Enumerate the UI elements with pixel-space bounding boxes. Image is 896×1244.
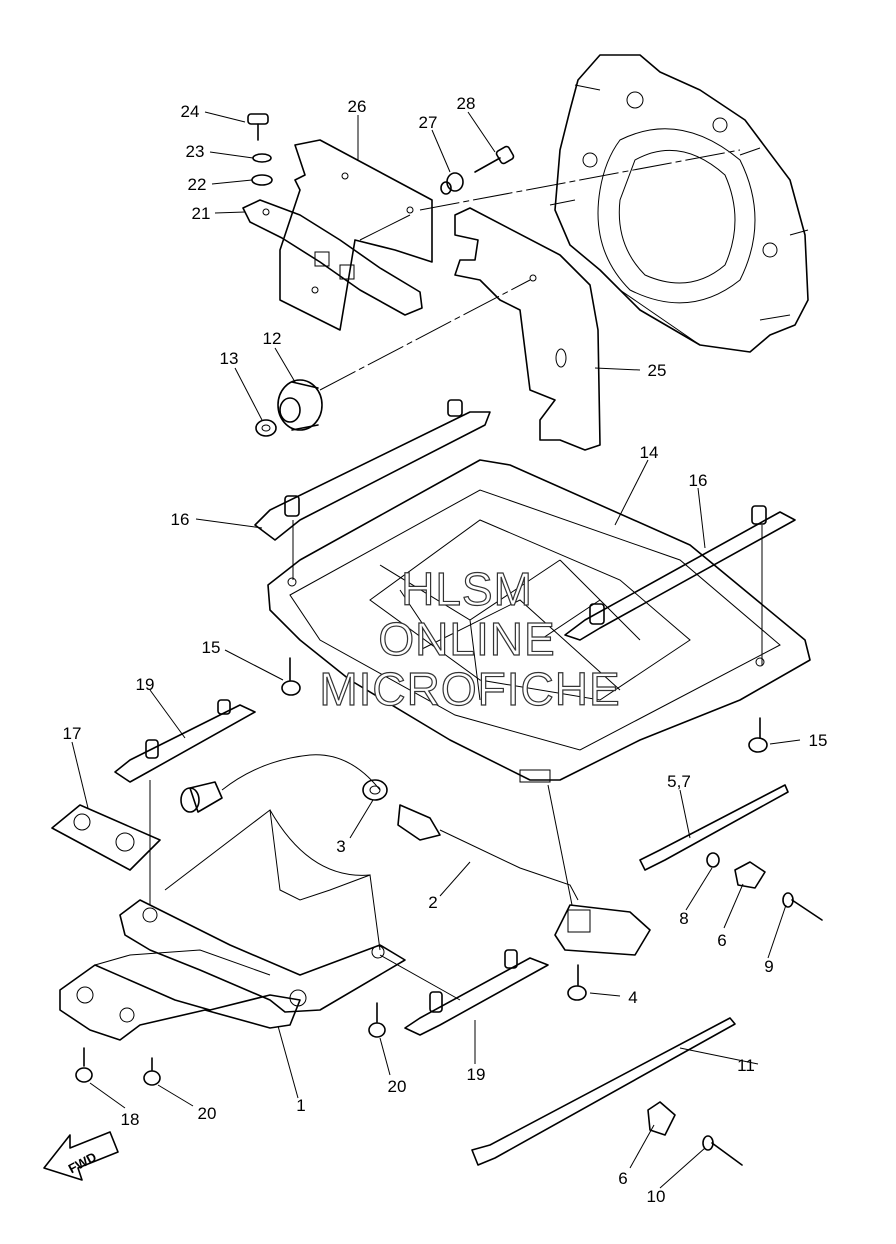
callout-numbers: 24 23 22 21 26 27 28 12 13 25 14 16 16 1… (63, 94, 828, 1206)
callout-19-left: 19 (136, 675, 155, 694)
fwd-label: FWD (66, 1149, 99, 1176)
callout-10: 10 (647, 1187, 666, 1206)
bolt-18 (75, 1047, 93, 1083)
washer-8 (706, 852, 720, 868)
leader-lines (71, 111, 801, 1189)
callout-22: 22 (188, 175, 207, 194)
seat-bracket-1 (59, 809, 406, 1041)
callout-18: 18 (121, 1110, 140, 1129)
callout-19-right: 19 (467, 1065, 486, 1084)
rail-16-left (254, 399, 491, 541)
washer-22 (251, 174, 273, 186)
callout-11: 11 (737, 1056, 755, 1075)
callout-20-left: 20 (198, 1104, 217, 1123)
cable-2 (180, 754, 651, 956)
callout-13: 13 (220, 349, 239, 368)
mount-rubber-12 (277, 379, 323, 431)
callout-6-upper: 6 (717, 931, 726, 950)
callout-27: 27 (419, 113, 438, 132)
screw-4 (567, 964, 587, 1001)
callout-26: 26 (348, 97, 367, 116)
clamp-6-upper (734, 861, 766, 889)
rail-19-right (404, 949, 549, 1036)
clamp-6-lower (647, 1101, 676, 1136)
cable-tie-5-7 (639, 784, 789, 871)
callout-5-7: 5,7 (667, 772, 691, 791)
nut-13 (255, 419, 277, 437)
grommet-3 (362, 779, 388, 801)
callout-28: 28 (457, 94, 476, 113)
bolt-28 (474, 145, 515, 173)
fwd-arrow-icon: FWD (43, 1131, 119, 1181)
bolt-24 (247, 113, 269, 141)
washer-23 (252, 153, 272, 163)
cable-tie-11 (471, 1017, 736, 1166)
engine-mount-flange (549, 54, 809, 353)
bracket-21 (242, 199, 423, 316)
callout-1: 1 (296, 1096, 305, 1115)
callout-25: 25 (648, 361, 667, 380)
callout-16-left: 16 (171, 510, 190, 529)
rail-16-right (564, 505, 796, 641)
collar-27 (440, 172, 464, 195)
plate-25 (454, 207, 601, 451)
rivet-9 (782, 892, 823, 921)
callout-17: 17 (63, 724, 82, 743)
callout-9: 9 (764, 957, 773, 976)
rivet-10 (702, 1135, 743, 1166)
callout-15-right: 15 (809, 731, 828, 750)
callout-20-center: 20 (388, 1077, 407, 1096)
bolt-15-left (281, 657, 301, 696)
bolt-20-left (143, 1057, 161, 1086)
watermark-line-1: HLSM (401, 563, 533, 615)
bracket-26 (279, 139, 433, 331)
callout-14: 14 (640, 443, 659, 462)
callout-3: 3 (336, 837, 345, 856)
bolt-20-center (368, 1002, 386, 1038)
callout-24: 24 (181, 102, 200, 121)
callout-2: 2 (428, 893, 437, 912)
watermark-line-2: ONLINE (378, 613, 555, 665)
callout-16-right: 16 (689, 471, 708, 490)
callout-23: 23 (186, 142, 205, 161)
engine-bed-frame-14 (267, 459, 811, 783)
watermark: HLSM ONLINE MICROFICHE (319, 562, 621, 715)
callout-21: 21 (192, 204, 211, 223)
callout-4: 4 (628, 988, 637, 1007)
rail-19-left (114, 699, 256, 783)
callout-8: 8 (679, 909, 688, 928)
callout-15-left: 15 (202, 638, 221, 657)
pad-17 (51, 804, 161, 871)
callout-12: 12 (263, 329, 282, 348)
watermark-line-3: MICROFICHE (319, 663, 620, 715)
bolt-15-right (748, 717, 768, 753)
callout-6-lower: 6 (618, 1169, 627, 1188)
